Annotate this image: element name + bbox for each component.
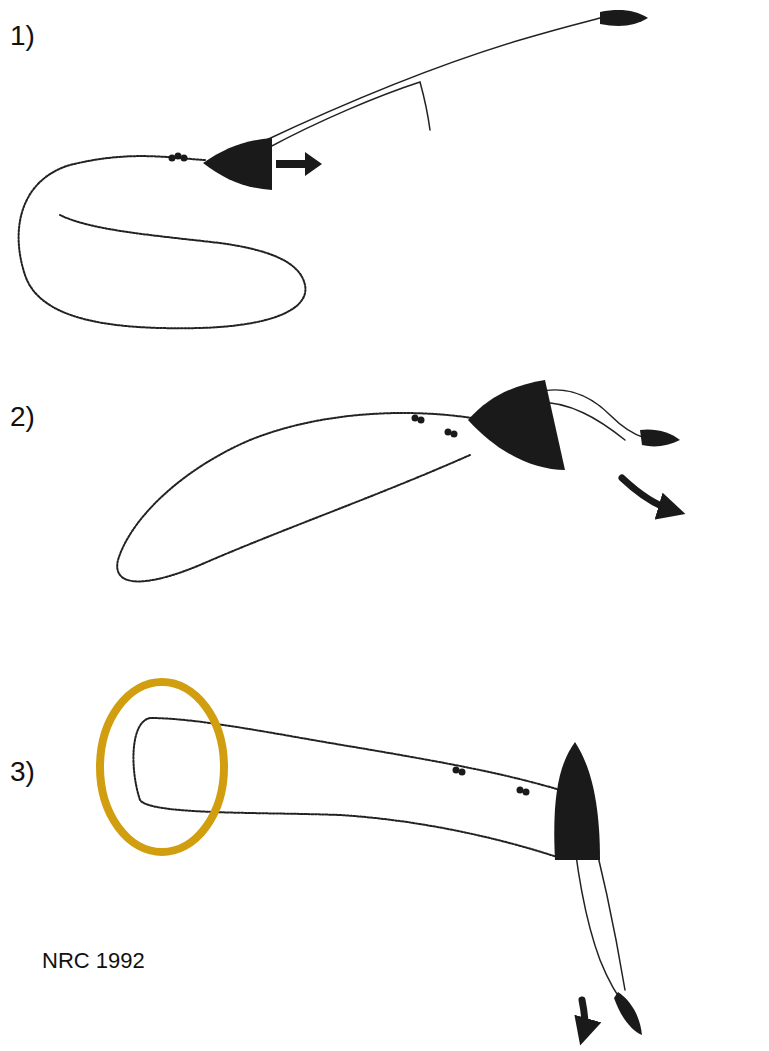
skiff	[614, 992, 642, 1035]
panel-number: 1)	[10, 22, 35, 50]
seiner-vessel	[468, 380, 565, 470]
course-arrow	[582, 1000, 585, 1032]
skiff	[600, 10, 648, 26]
course-arrow	[622, 478, 672, 510]
tow-line	[262, 18, 600, 142]
panel-number: 3)	[10, 758, 35, 786]
tow-line	[268, 82, 430, 148]
seiner-vessel	[554, 742, 600, 860]
seiner-vessel	[203, 138, 272, 190]
highlight-ellipse	[100, 682, 224, 852]
skiff	[640, 429, 680, 446]
panel-number: 2)	[10, 403, 35, 431]
source-citation: NRC 1992	[42, 950, 145, 972]
net-line	[117, 413, 472, 581]
float-cluster	[169, 153, 530, 796]
course-arrow-head	[276, 152, 322, 176]
